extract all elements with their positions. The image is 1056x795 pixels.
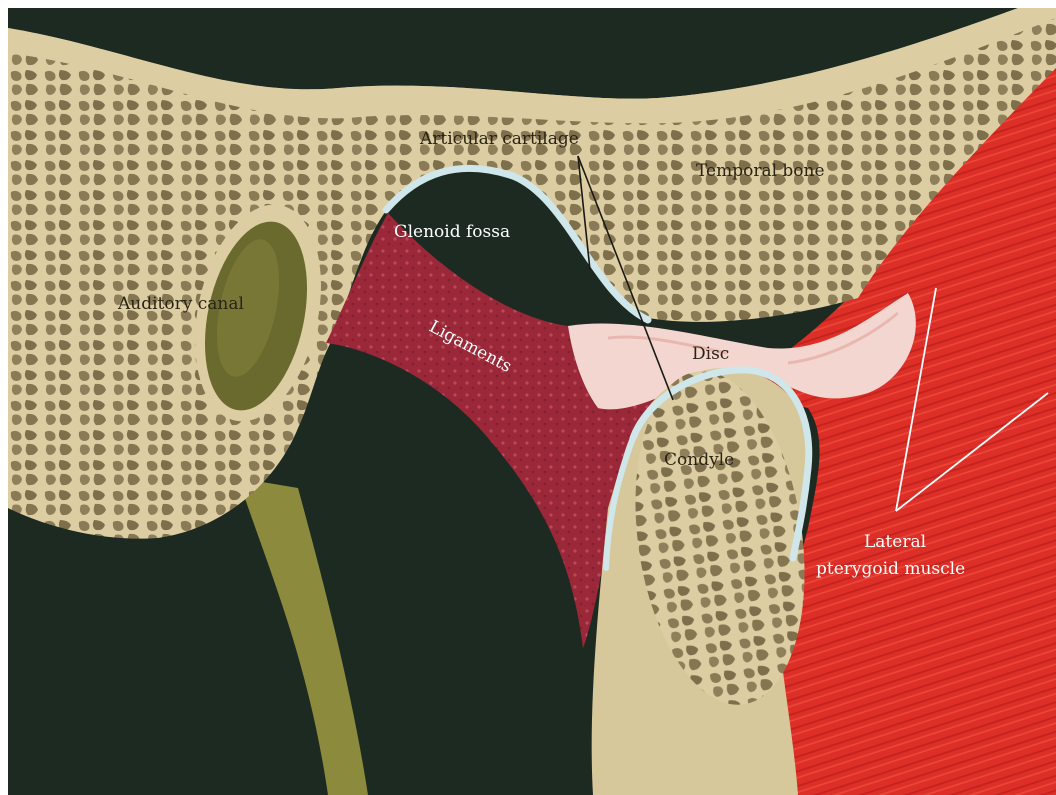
label-condyle: Condyle (664, 450, 734, 470)
label-temporal-bone: Temporal bone (696, 161, 825, 181)
label-articular-cartilage: Articular cartilage (419, 129, 579, 149)
label-glenoid-fossa: Glenoid fossa (394, 222, 510, 242)
label-disc: Disc (692, 344, 729, 364)
tmj-illustration: Articular cartilage Temporal bone Glenoi… (8, 8, 1056, 795)
label-lateral-pterygoid-2: pterygoid muscle (816, 559, 965, 579)
label-lateral-pterygoid-1: Lateral (864, 532, 926, 552)
tmj-diagram: Articular cartilage Temporal bone Glenoi… (8, 8, 1056, 795)
label-auditory-canal: Auditory canal (117, 294, 244, 314)
